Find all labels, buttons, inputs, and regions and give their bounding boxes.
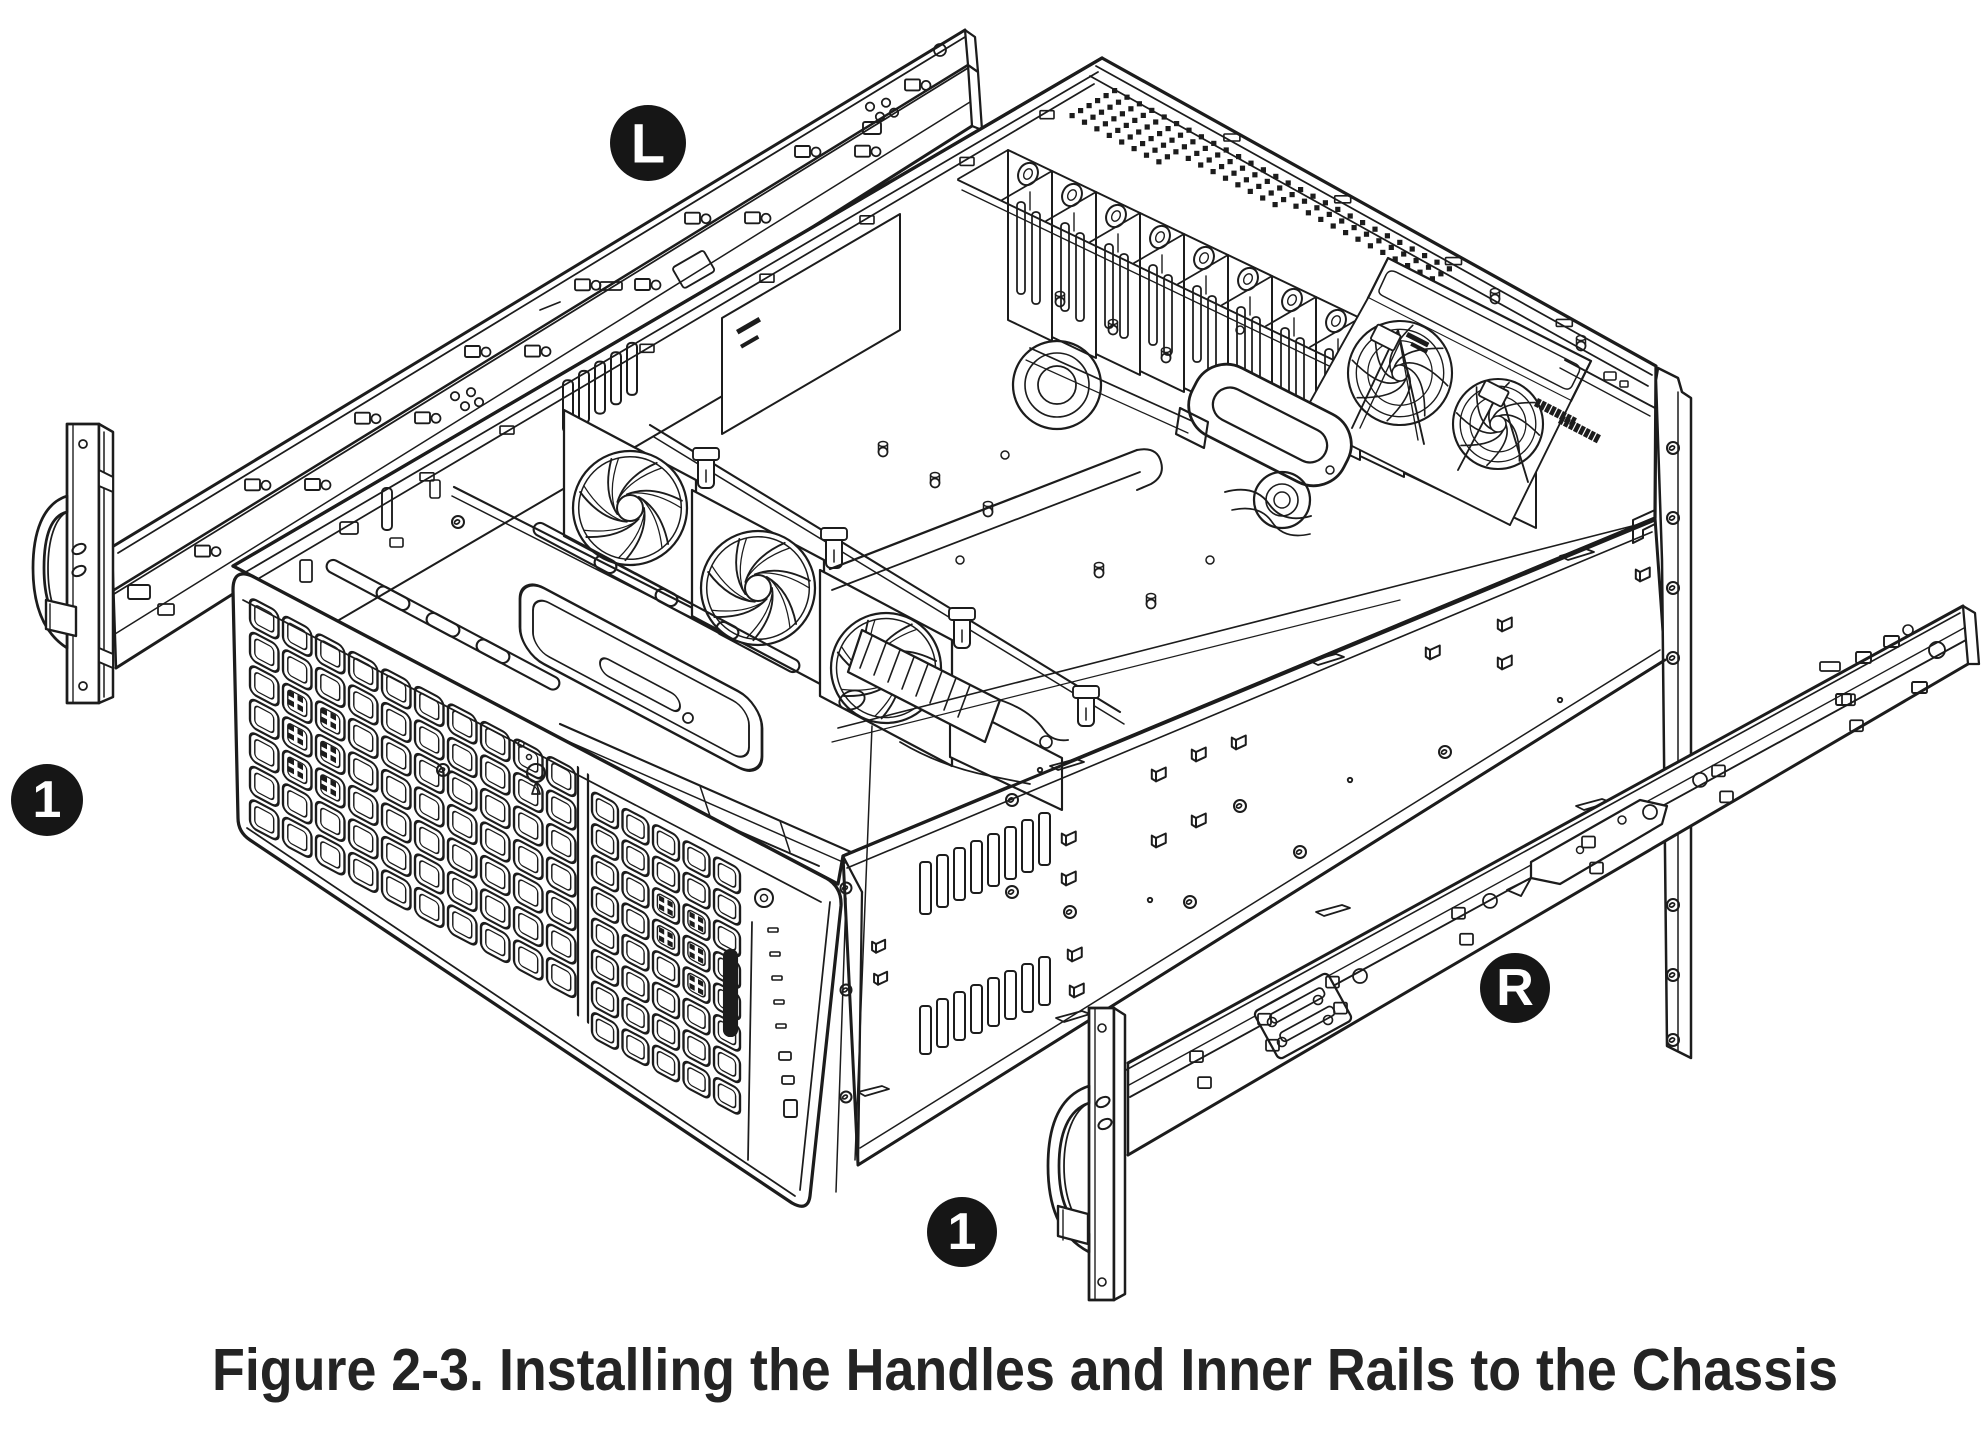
svg-text:L: L xyxy=(631,112,665,175)
svg-text:1: 1 xyxy=(948,1203,977,1261)
svg-text:1: 1 xyxy=(33,771,62,829)
svg-text:R: R xyxy=(1496,959,1534,1017)
svg-text:Figure 2-3. Installing the Han: Figure 2-3. Installing the Handles and I… xyxy=(212,1337,1838,1403)
